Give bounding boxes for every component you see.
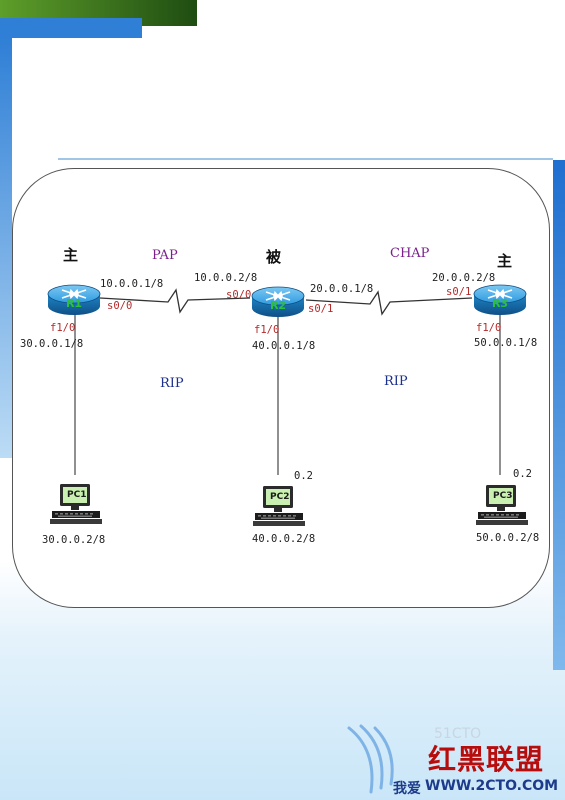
pc-label: PC1 <box>67 490 87 500</box>
router-role-label-r3: 主 <box>497 252 513 270</box>
router-role-label-r1: 主 <box>63 246 79 264</box>
r2-serial1-ip: 20.0.0.1/8 <box>310 283 374 295</box>
r3-serial-iface: s0/1 <box>446 286 472 298</box>
r3-lan-iface: f1/0 <box>476 322 502 334</box>
r1-serial-ip: 10.0.0.1/8 <box>100 278 164 290</box>
serial-link-r2-r3 <box>305 290 473 316</box>
routing-protocol-left: RIP <box>160 376 184 391</box>
r3-serial-ip: 20.0.0.2/8 <box>432 272 496 284</box>
topology-panel <box>12 168 550 608</box>
left-blue-bar <box>0 38 12 458</box>
pc3-host-suffix: 0.2 <box>513 468 532 480</box>
r2-lan-ip: 40.0.0.1/8 <box>252 340 316 352</box>
right-blue-bar <box>553 160 565 670</box>
r1-lan-iface: f1/0 <box>50 322 76 334</box>
divider-line <box>58 158 553 160</box>
pc1-ip: 30.0.0.2/8 <box>42 534 106 546</box>
r3-lan-ip: 50.0.0.1/8 <box>474 337 538 349</box>
router-label: R1 <box>65 297 83 310</box>
watermark-faint-text: 51CTO <box>434 726 482 742</box>
pc3-ip: 50.0.0.2/8 <box>476 532 540 544</box>
r1-lan-ip: 30.0.0.1/8 <box>20 338 84 350</box>
pc-3[interactable]: PC3 <box>476 484 528 526</box>
pc-label: PC3 <box>493 491 513 501</box>
auth-protocol-right: CHAP <box>390 246 430 261</box>
watermark-domain: WWW.2CTO.COM <box>425 778 559 794</box>
watermark-prefix: 我爱 <box>393 781 421 797</box>
auth-protocol-left: PAP <box>152 248 178 263</box>
router-label: R3 <box>491 297 509 310</box>
r2-lan-iface: f1/0 <box>254 324 280 336</box>
router-role-label-r2: 被 <box>266 248 282 266</box>
pc2-ip: 40.0.0.2/8 <box>252 533 316 545</box>
pc2-host-suffix: 0.2 <box>294 470 313 482</box>
router-r2[interactable]: R2 <box>250 284 306 318</box>
router-r1[interactable]: R1 <box>46 282 102 316</box>
pc-label: PC2 <box>270 492 290 502</box>
router-r3[interactable]: R3 <box>472 282 528 316</box>
r2-serial1-iface: s0/1 <box>308 303 334 315</box>
pc-1[interactable]: PC1 <box>50 483 102 525</box>
r2-serial0-iface: s0/0 <box>226 289 252 301</box>
watermark-logo-text: 红黑联盟 <box>428 743 545 776</box>
r2-serial0-ip: 10.0.0.2/8 <box>194 272 258 284</box>
router-label: R2 <box>269 299 287 312</box>
pc-2[interactable]: PC2 <box>253 485 305 527</box>
serial-link-r1-r2 <box>99 288 251 314</box>
r1-serial-iface: s0/0 <box>107 300 133 312</box>
watermark-wing-icon <box>347 724 394 794</box>
routing-protocol-right: RIP <box>384 374 408 389</box>
header-blue-bar <box>0 18 142 38</box>
